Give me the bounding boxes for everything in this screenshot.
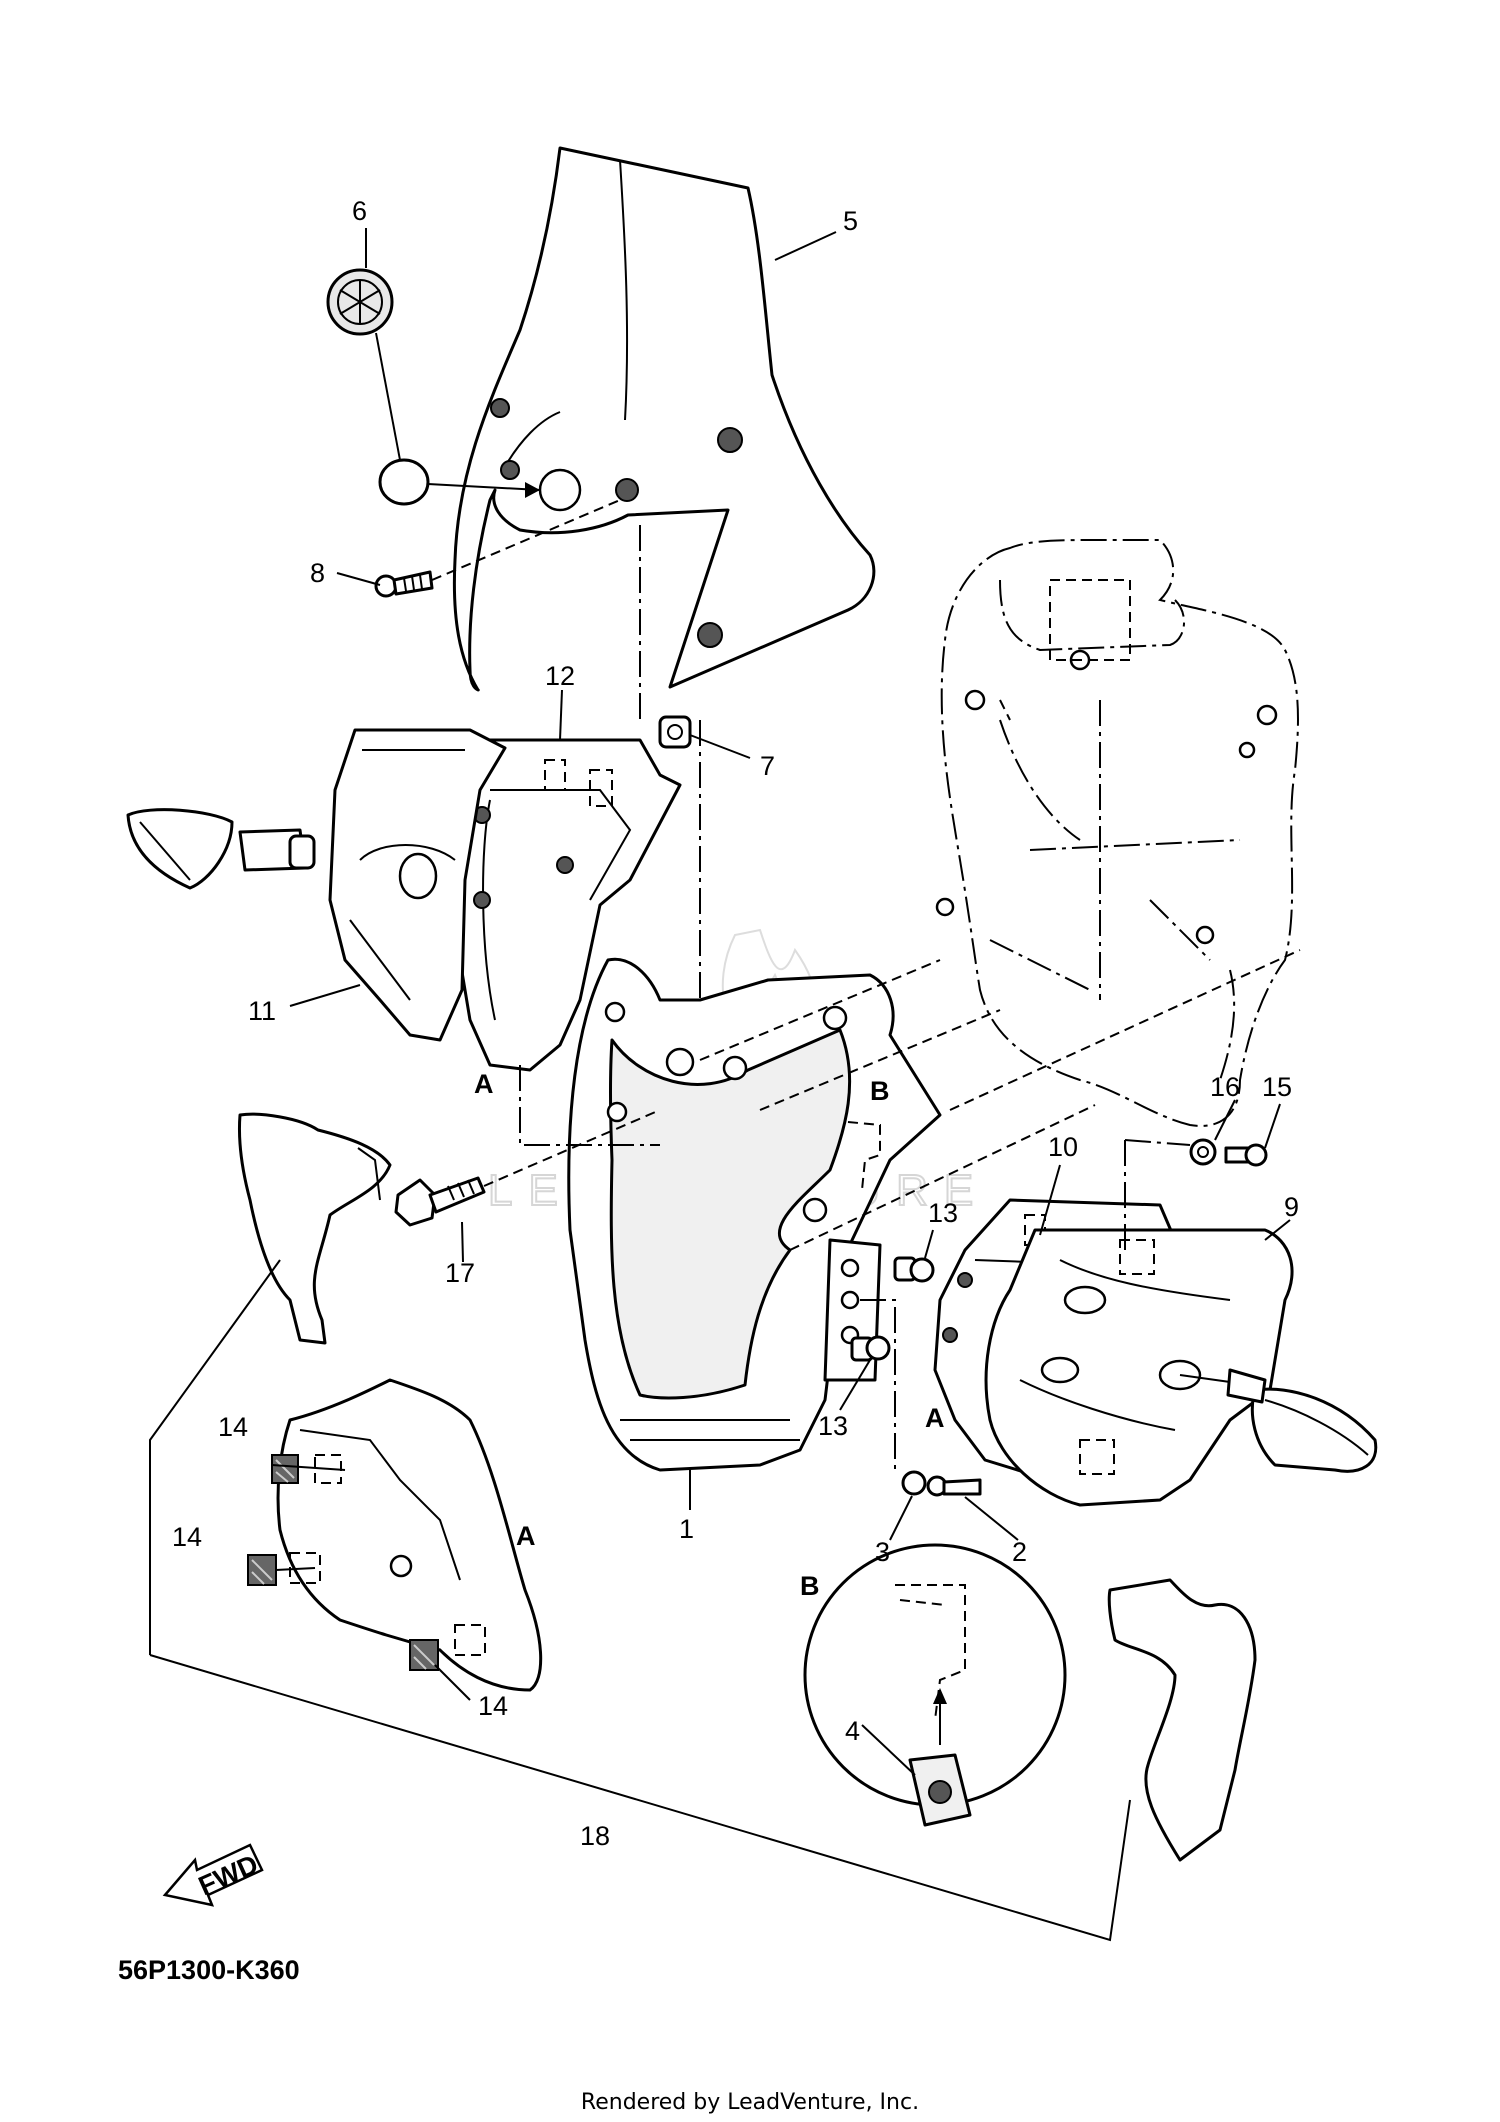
- callout-8: 8: [310, 558, 325, 588]
- detail-letter-b: B: [870, 1076, 890, 1106]
- damper-pad[interactable]: [409, 1639, 439, 1671]
- windscreen-grommet: [717, 427, 743, 453]
- cowl-clip-hole: [840, 1290, 860, 1310]
- bolt[interactable]: [926, 1475, 982, 1497]
- windscreen[interactable]: [452, 146, 876, 692]
- right-side-cover[interactable]: [984, 1228, 1294, 1507]
- callout-9: 9: [1284, 1192, 1299, 1222]
- right-screw[interactable]: [1224, 1143, 1268, 1167]
- callout-11: 11: [248, 996, 276, 1026]
- damper-pad[interactable]: [247, 1554, 277, 1586]
- damper-pad[interactable]: [271, 1454, 299, 1484]
- stay-hole: [964, 689, 986, 711]
- headlight-stay-frame: [935, 539, 1299, 1127]
- inner-fairing-cover[interactable]: [276, 1378, 543, 1692]
- callout-6: 6: [352, 196, 367, 226]
- callout-3: 3: [875, 1537, 890, 1567]
- cover-hole: [1040, 1356, 1080, 1384]
- callout-leaders: [289, 228, 1291, 1776]
- stay-hole: [1256, 704, 1278, 726]
- windscreen-bolt-hole: [490, 398, 510, 418]
- panel-hole: [942, 1327, 958, 1343]
- emblem[interactable]: [326, 268, 394, 336]
- callout-18: 18: [580, 1821, 610, 1851]
- stay-hole: [1195, 925, 1215, 945]
- panel-hole: [957, 1272, 973, 1288]
- right-turn-signal[interactable]: [1226, 1368, 1378, 1473]
- callout-13: 13: [928, 1198, 958, 1228]
- callout-12: 12: [545, 661, 575, 691]
- cowl-hole: [606, 1101, 628, 1123]
- callout-16: 16: [1210, 1072, 1240, 1102]
- windscreen-grommet: [615, 478, 639, 502]
- callout-labels: 1 2 3 4 5 6 7 8 9 10 11 12 13 13 14 14 1…: [172, 196, 1299, 1851]
- windscreen-emblem-seat: [538, 468, 582, 512]
- front-cowl[interactable]: [567, 957, 942, 1472]
- grommet[interactable]: [658, 715, 692, 749]
- stay-hole: [1238, 741, 1256, 759]
- callout-13: 13: [818, 1411, 848, 1441]
- cowl-hole: [665, 1047, 695, 1077]
- left-side-cover[interactable]: [328, 728, 507, 1042]
- washer[interactable]: [901, 1470, 927, 1496]
- collar-washer[interactable]: [1189, 1138, 1217, 1166]
- cowl-hole: [822, 1005, 848, 1031]
- cowl-hole: [802, 1197, 828, 1223]
- collar-upper[interactable]: [893, 1256, 935, 1283]
- panel-hole: [556, 856, 574, 874]
- cover-hole: [389, 1554, 413, 1578]
- right-fairing-decal[interactable]: [1107, 1578, 1257, 1862]
- callout-14: 14: [218, 1412, 248, 1442]
- left-turn-signal[interactable]: [126, 808, 316, 890]
- callout-2: 2: [1012, 1537, 1027, 1567]
- signal-mount-hole: [398, 852, 438, 900]
- windscreen-bolt-hole: [500, 460, 520, 480]
- nut-clip[interactable]: [908, 1753, 972, 1827]
- callout-10: 10: [1048, 1132, 1078, 1162]
- cowl-hole: [604, 1001, 626, 1023]
- cowl-hole: [722, 1055, 748, 1081]
- forward-direction-arrow: FWD: [162, 1843, 264, 1907]
- callout-14: 14: [478, 1691, 508, 1721]
- callout-14: 14: [172, 1522, 202, 1552]
- detail-letter-a: A: [516, 1521, 536, 1551]
- callout-7: 7: [760, 751, 775, 781]
- cowl-mount-bolt[interactable]: [394, 1176, 486, 1227]
- collar-lower[interactable]: [850, 1335, 891, 1362]
- panel-hole: [473, 891, 491, 909]
- detail-letter-a: A: [474, 1069, 494, 1099]
- callout-5: 5: [843, 206, 858, 236]
- detail-letter-a: A: [925, 1403, 945, 1433]
- windscreen-grommet: [697, 622, 723, 648]
- cowl-clip-hole: [840, 1258, 860, 1278]
- callout-4: 4: [845, 1716, 860, 1746]
- left-fairing-decal[interactable]: [238, 1112, 392, 1345]
- callout-1: 1: [679, 1514, 694, 1544]
- stay-hole: [935, 897, 955, 917]
- detail-b-view: [803, 1543, 1067, 1827]
- cover-hole: [1063, 1285, 1107, 1315]
- callout-15: 15: [1262, 1072, 1292, 1102]
- diagram-code: 56P1300-K360: [118, 1955, 300, 1985]
- detail-letter-b: B: [800, 1571, 820, 1601]
- render-credit: Rendered by LeadVenture, Inc.: [580, 2090, 920, 2115]
- callout-17: 17: [445, 1258, 475, 1288]
- windscreen-screw[interactable]: [374, 570, 434, 598]
- emblem-adhesive[interactable]: [378, 458, 430, 506]
